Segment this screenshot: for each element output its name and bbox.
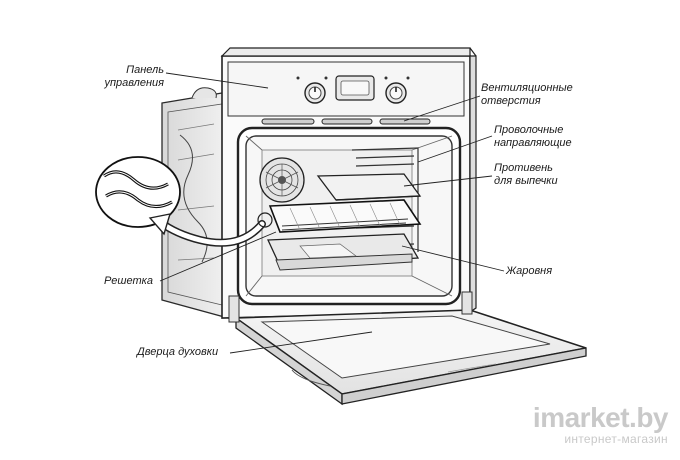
magnifier-arrow-icon — [148, 212, 273, 247]
leader-lines — [159, 72, 505, 354]
baking-tray — [316, 173, 422, 201]
control-panel — [227, 61, 465, 117]
leader-oven-door — [229, 331, 373, 354]
right-knob-icon — [385, 82, 407, 104]
grill-rack — [268, 199, 422, 233]
leader-grill-rack — [159, 231, 277, 282]
roasting-pan — [267, 233, 420, 271]
label-oven-door: Дверца духовки — [137, 346, 219, 358]
watermark-tagline: интернет-магазин — [564, 432, 668, 446]
leader-vent-holes — [403, 95, 481, 122]
convection-fan-icon — [259, 157, 305, 203]
label-vent-holes: Вентиляционные отверстия — [481, 82, 573, 107]
leader-roasting-pan — [401, 245, 505, 272]
display-window-icon — [335, 75, 375, 101]
leader-wire-guides — [417, 135, 493, 163]
watermark: imarket.by интернет-магазин — [532, 402, 669, 447]
label-control-panel: Панель управления — [104, 64, 164, 89]
leader-baking-tray — [403, 175, 493, 187]
leader-control-panel — [165, 72, 269, 89]
left-knob-icon — [304, 82, 326, 104]
label-wire-guides: Проволочные направляющие — [494, 124, 572, 149]
wire-guide-magnifier — [95, 156, 181, 228]
watermark-brand: imarket.by — [532, 402, 669, 433]
indicator-dots — [296, 76, 410, 80]
vent-holes — [261, 118, 431, 125]
oven-door — [228, 291, 587, 406]
label-baking-tray: Противень для выпечки — [494, 162, 558, 187]
label-grill-rack: Решетка — [104, 275, 153, 287]
label-roasting-pan: Жаровня — [506, 265, 553, 277]
